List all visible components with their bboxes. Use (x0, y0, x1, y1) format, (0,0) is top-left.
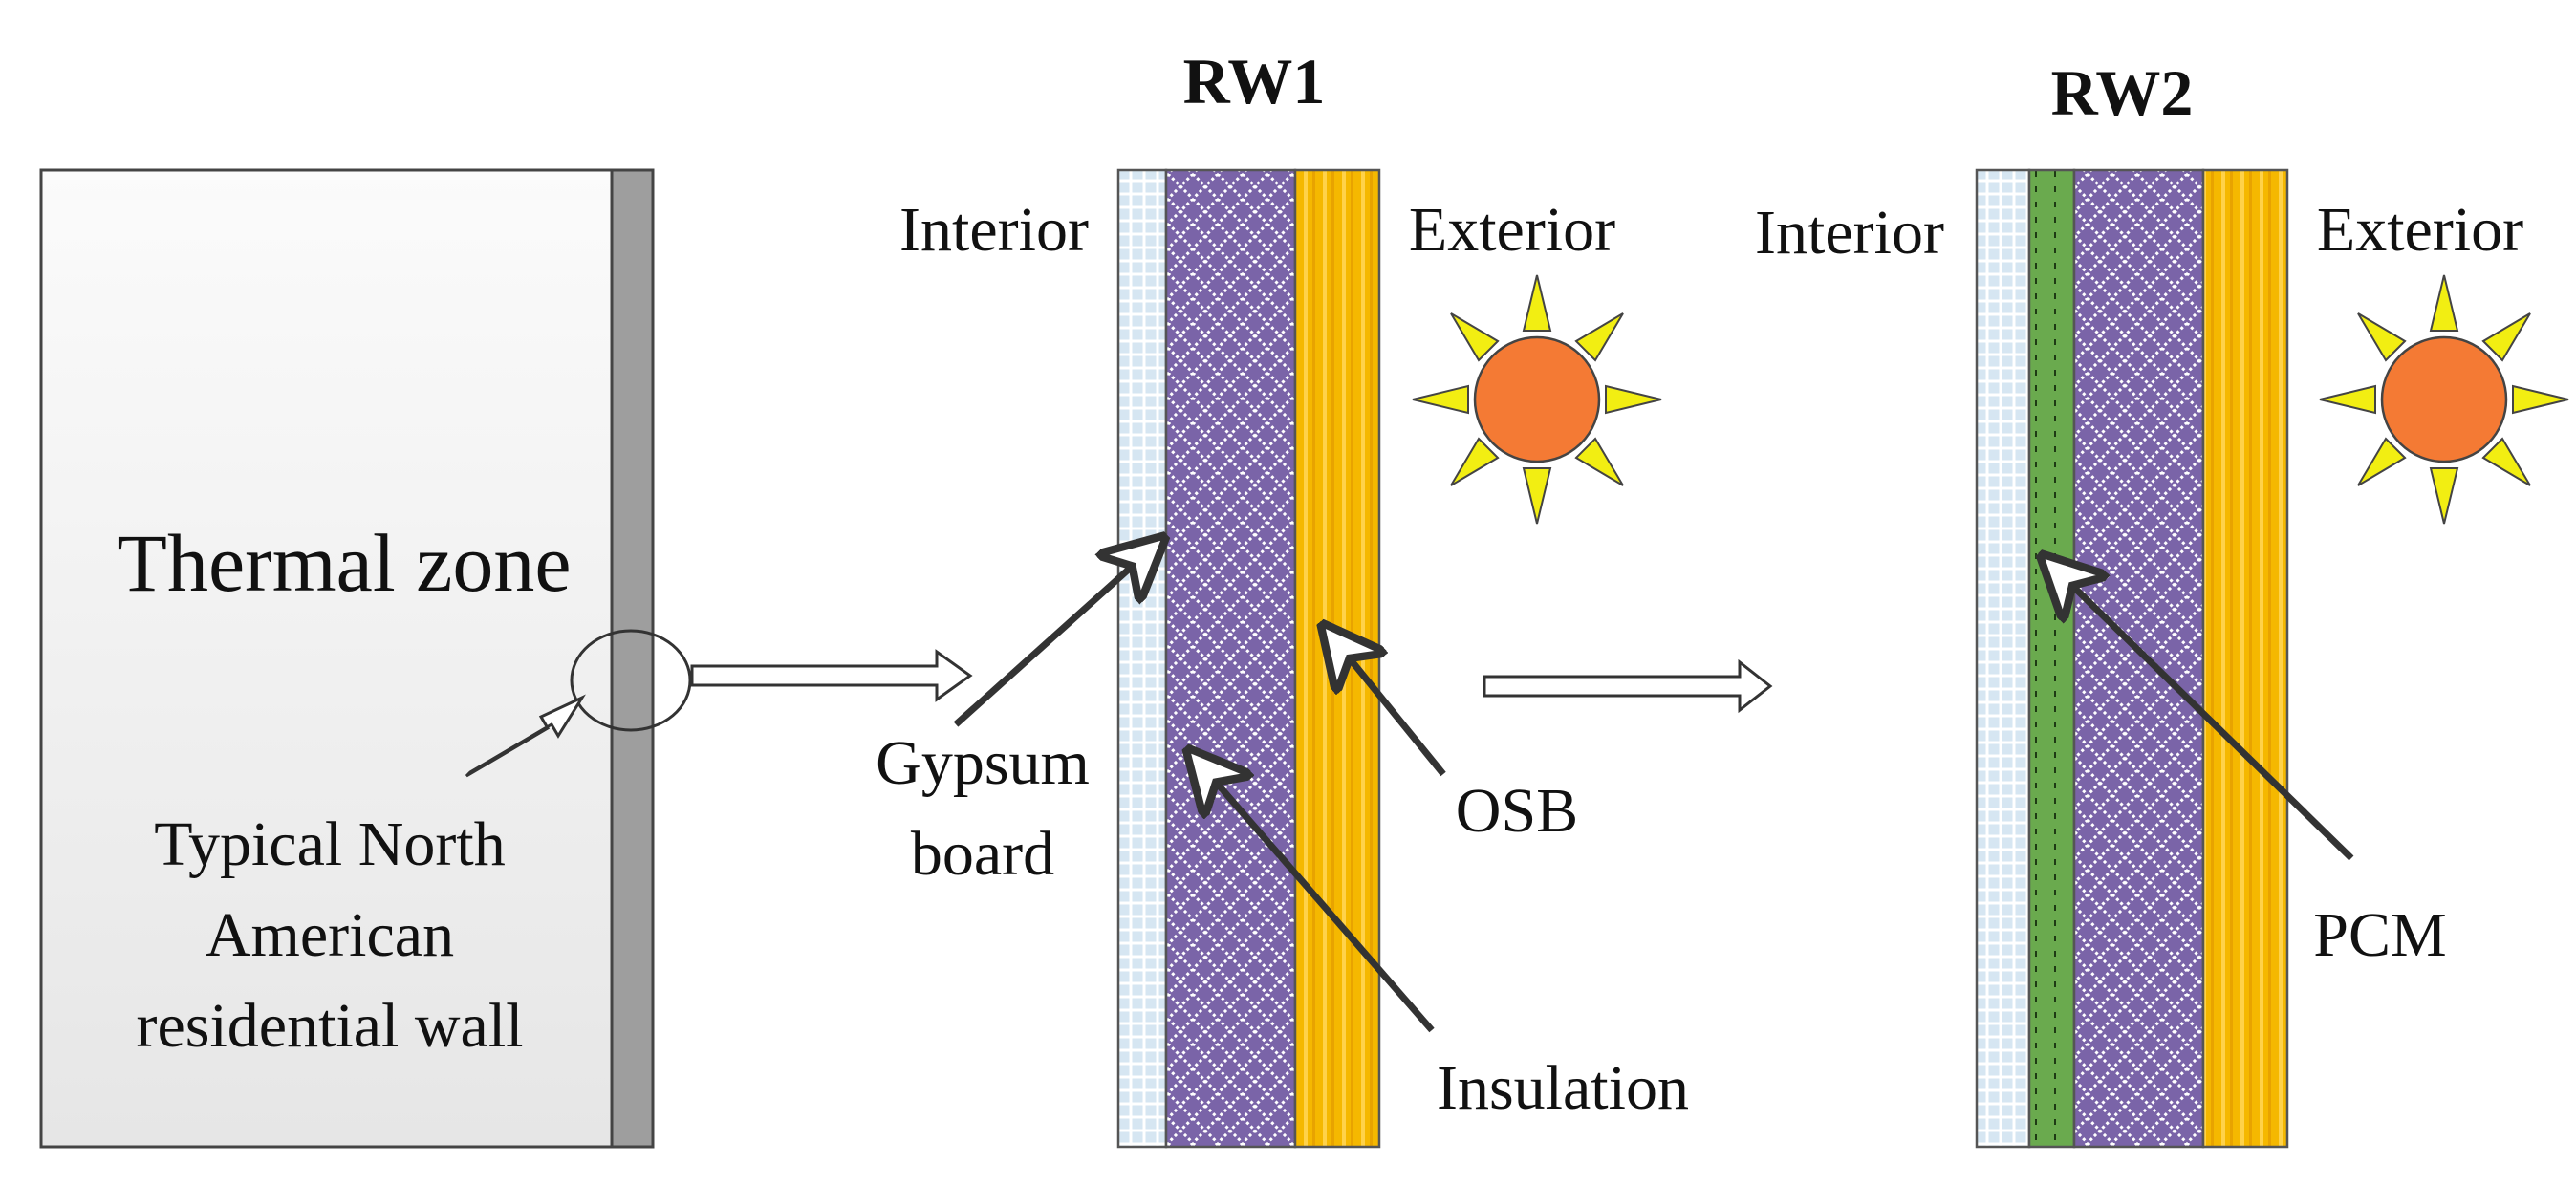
wall-strip (610, 168, 655, 1149)
rw1-exterior-label: Exterior (1409, 195, 1615, 265)
gypsum-pointer-arrow (953, 557, 1142, 727)
rw1-panel: RW1 Interior Exterior Gypsum board Insul… (876, 45, 1689, 1149)
osb-pointer-arrow (1341, 648, 1446, 777)
wall-caption-line-1: Typical North (154, 809, 505, 879)
osb-label: OSB (1456, 776, 1578, 846)
gypsum-label-line-1: Gypsum (876, 728, 1090, 798)
hollow-arrow-icon (465, 694, 586, 778)
rw1-title: RW1 (1183, 45, 1326, 118)
rw2-interior-label: Interior (1755, 198, 1944, 268)
rw1-interior-label: Interior (899, 195, 1089, 265)
thermal-zone-box (39, 168, 655, 1149)
sun-icon (2319, 274, 2569, 525)
insulation-label: Insulation (1437, 1053, 1689, 1123)
wall-caption-line-3: residential wall (136, 991, 523, 1061)
rw1-osb-layer (1293, 168, 1381, 1149)
pcm-label: PCM (2313, 900, 2446, 970)
rw2-pcm-layer (2027, 168, 2076, 1149)
rw2-title: RW2 (2051, 56, 2194, 129)
sun-icon (1412, 274, 1662, 525)
rw2-panel: RW2 Interior Exterior PCM (1755, 56, 2569, 1149)
rw1-gypsum-layer (1116, 168, 1168, 1149)
rw1-insulation-layer (1164, 168, 1297, 1149)
rw2-gypsum-layer (1975, 168, 2031, 1149)
insulation-pointer-arrow (1207, 772, 1435, 1033)
rw2-exterior-label: Exterior (2317, 195, 2523, 265)
thermal-zone-panel: Thermal zone Typical North American resi… (39, 168, 692, 1149)
pcm-pointer-arrow (2063, 576, 2354, 861)
wall-caption-line-2: American (206, 900, 454, 970)
magnifier-circle (570, 629, 692, 732)
hollow-arrow-icon (690, 649, 973, 702)
rw2-osb-layer (2201, 168, 2289, 1149)
hollow-arrow-icon (1483, 658, 1773, 714)
gypsum-label-line-2: board (911, 819, 1054, 889)
rw2-insulation-layer (2072, 168, 2205, 1149)
thermal-zone-label: Thermal zone (117, 517, 571, 609)
